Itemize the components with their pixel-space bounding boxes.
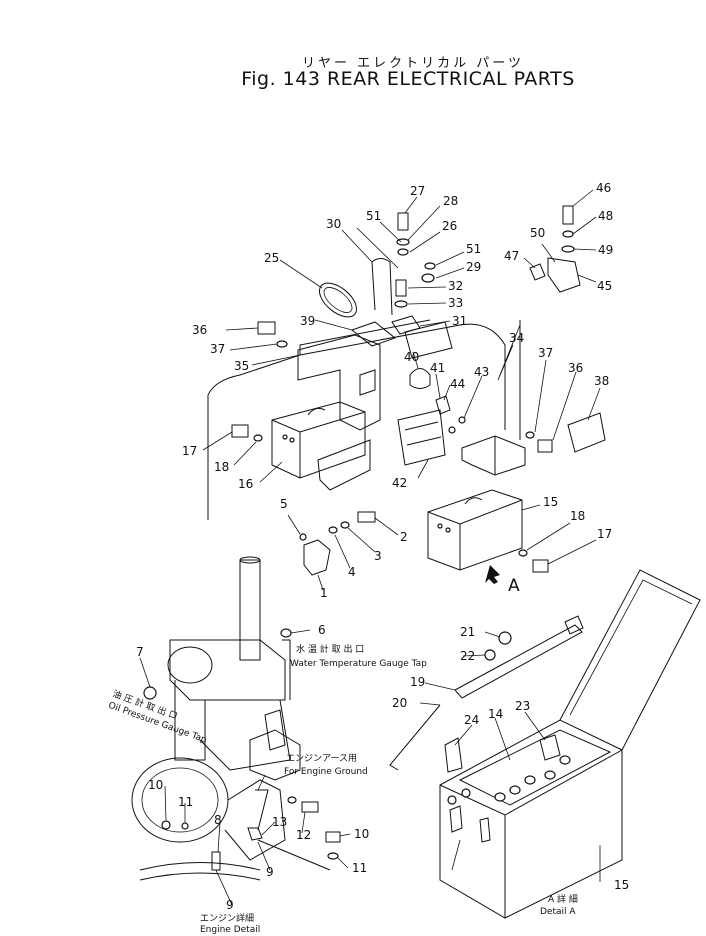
callout-8: 8 [214,813,222,827]
engine-detail-en: Engine Detail [200,925,260,935]
battery-box-detail [439,569,701,919]
detail-a-en: Detail A [540,907,576,917]
ground-jp: エンジンアース用 [286,753,357,764]
ground-en: For Engine Ground [284,767,368,777]
callout-5: 5 [280,497,288,511]
callout-19: 19 [410,675,425,689]
cover-bracket [297,334,381,431]
water-tap-en: Water Temperature Gauge Tap [290,659,427,669]
callout-17: 17 [182,444,197,458]
callout-26: 26 [442,219,457,233]
callout-7: 7 [136,645,144,659]
bolts-group [231,321,606,573]
callout-39: 39 [300,314,315,328]
callout-1: 1 [320,586,328,600]
holddown-rod [389,615,584,771]
annotation-texts: 水 温 計 取 出 口 Water Temperature Gauge Tap … [107,643,578,935]
view-label-a: A [508,576,520,596]
callout-34: 34 [509,331,524,345]
callout-51-b: 51 [466,242,481,256]
callout-51: 51 [366,209,381,223]
battery-left [271,401,371,491]
callout-48: 48 [598,209,613,223]
callout-42: 42 [392,476,407,490]
upper-small-parts [350,315,466,466]
engine-detail [131,556,341,881]
callout-47: 47 [504,249,519,263]
callout-9: 9 [266,865,274,879]
callout-36: 36 [192,323,207,337]
callout-11-b: 11 [352,861,367,875]
water-tap-jp: 水 温 計 取 出 口 [296,643,364,655]
callout-40: 40 [404,350,419,364]
switch-assembly [299,511,376,576]
callout-13: 13 [272,815,287,829]
callout-29: 29 [466,260,481,274]
callout-4: 4 [348,565,356,579]
right-bracket-parts [529,205,581,293]
callout-43: 43 [474,365,489,379]
callout-9-b: 9 [226,898,234,912]
callout-16: 16 [238,477,253,491]
callout-23: 23 [515,699,530,713]
callout-49: 49 [598,243,613,257]
callout-22: 22 [460,649,475,663]
callout-25: 25 [264,251,279,265]
callout-33: 33 [448,296,463,310]
figure-title: Fig. 143 REAR ELECTRICAL PARTS [241,68,575,90]
callout-32: 32 [448,279,463,293]
view-arrow [485,565,500,584]
callout-35: 35 [234,359,249,373]
detail-a-jp: A 詳 細 [548,893,578,905]
callout-15-b: 15 [614,878,629,892]
callout-12: 12 [296,828,311,842]
engine-detail-jp: エンジン詳細 [200,912,254,924]
battery-compartment-frame [207,319,521,520]
callout-38: 38 [594,374,609,388]
callout-20: 20 [392,696,407,710]
callout-labels: 27 28 51 30 26 51 25 29 32 33 39 31 36 3… [136,181,629,912]
callout-41: 41 [430,361,445,375]
callout-37: 37 [210,342,225,356]
callout-21: 21 [460,625,475,639]
battery-right [427,489,523,571]
callout-14: 14 [488,707,503,721]
callout-18: 18 [214,460,229,474]
top-fasteners [318,212,436,318]
callout-31: 31 [452,314,467,328]
callout-24: 24 [464,713,479,727]
callout-10: 10 [148,778,163,792]
leader-lines [139,189,601,906]
callout-37-b: 37 [538,346,553,360]
callout-36-b: 36 [568,361,583,375]
callout-6: 6 [318,623,326,637]
callout-15: 15 [543,495,558,509]
callout-2: 2 [400,530,408,544]
callout-10-b: 10 [354,827,369,841]
callout-11: 11 [178,795,193,809]
callout-50: 50 [530,226,545,240]
callout-45: 45 [597,279,612,293]
bracket-34 [461,435,526,476]
callout-17-b: 17 [597,527,612,541]
callout-28: 28 [443,194,458,208]
callout-30: 30 [326,217,341,231]
title-japanese: リヤー エレクトリカル パーツ [301,56,524,71]
callout-46: 46 [596,181,611,195]
callout-3: 3 [374,549,382,563]
callout-18-b: 18 [570,509,585,523]
callout-27: 27 [410,184,425,198]
callout-44: 44 [450,377,465,391]
